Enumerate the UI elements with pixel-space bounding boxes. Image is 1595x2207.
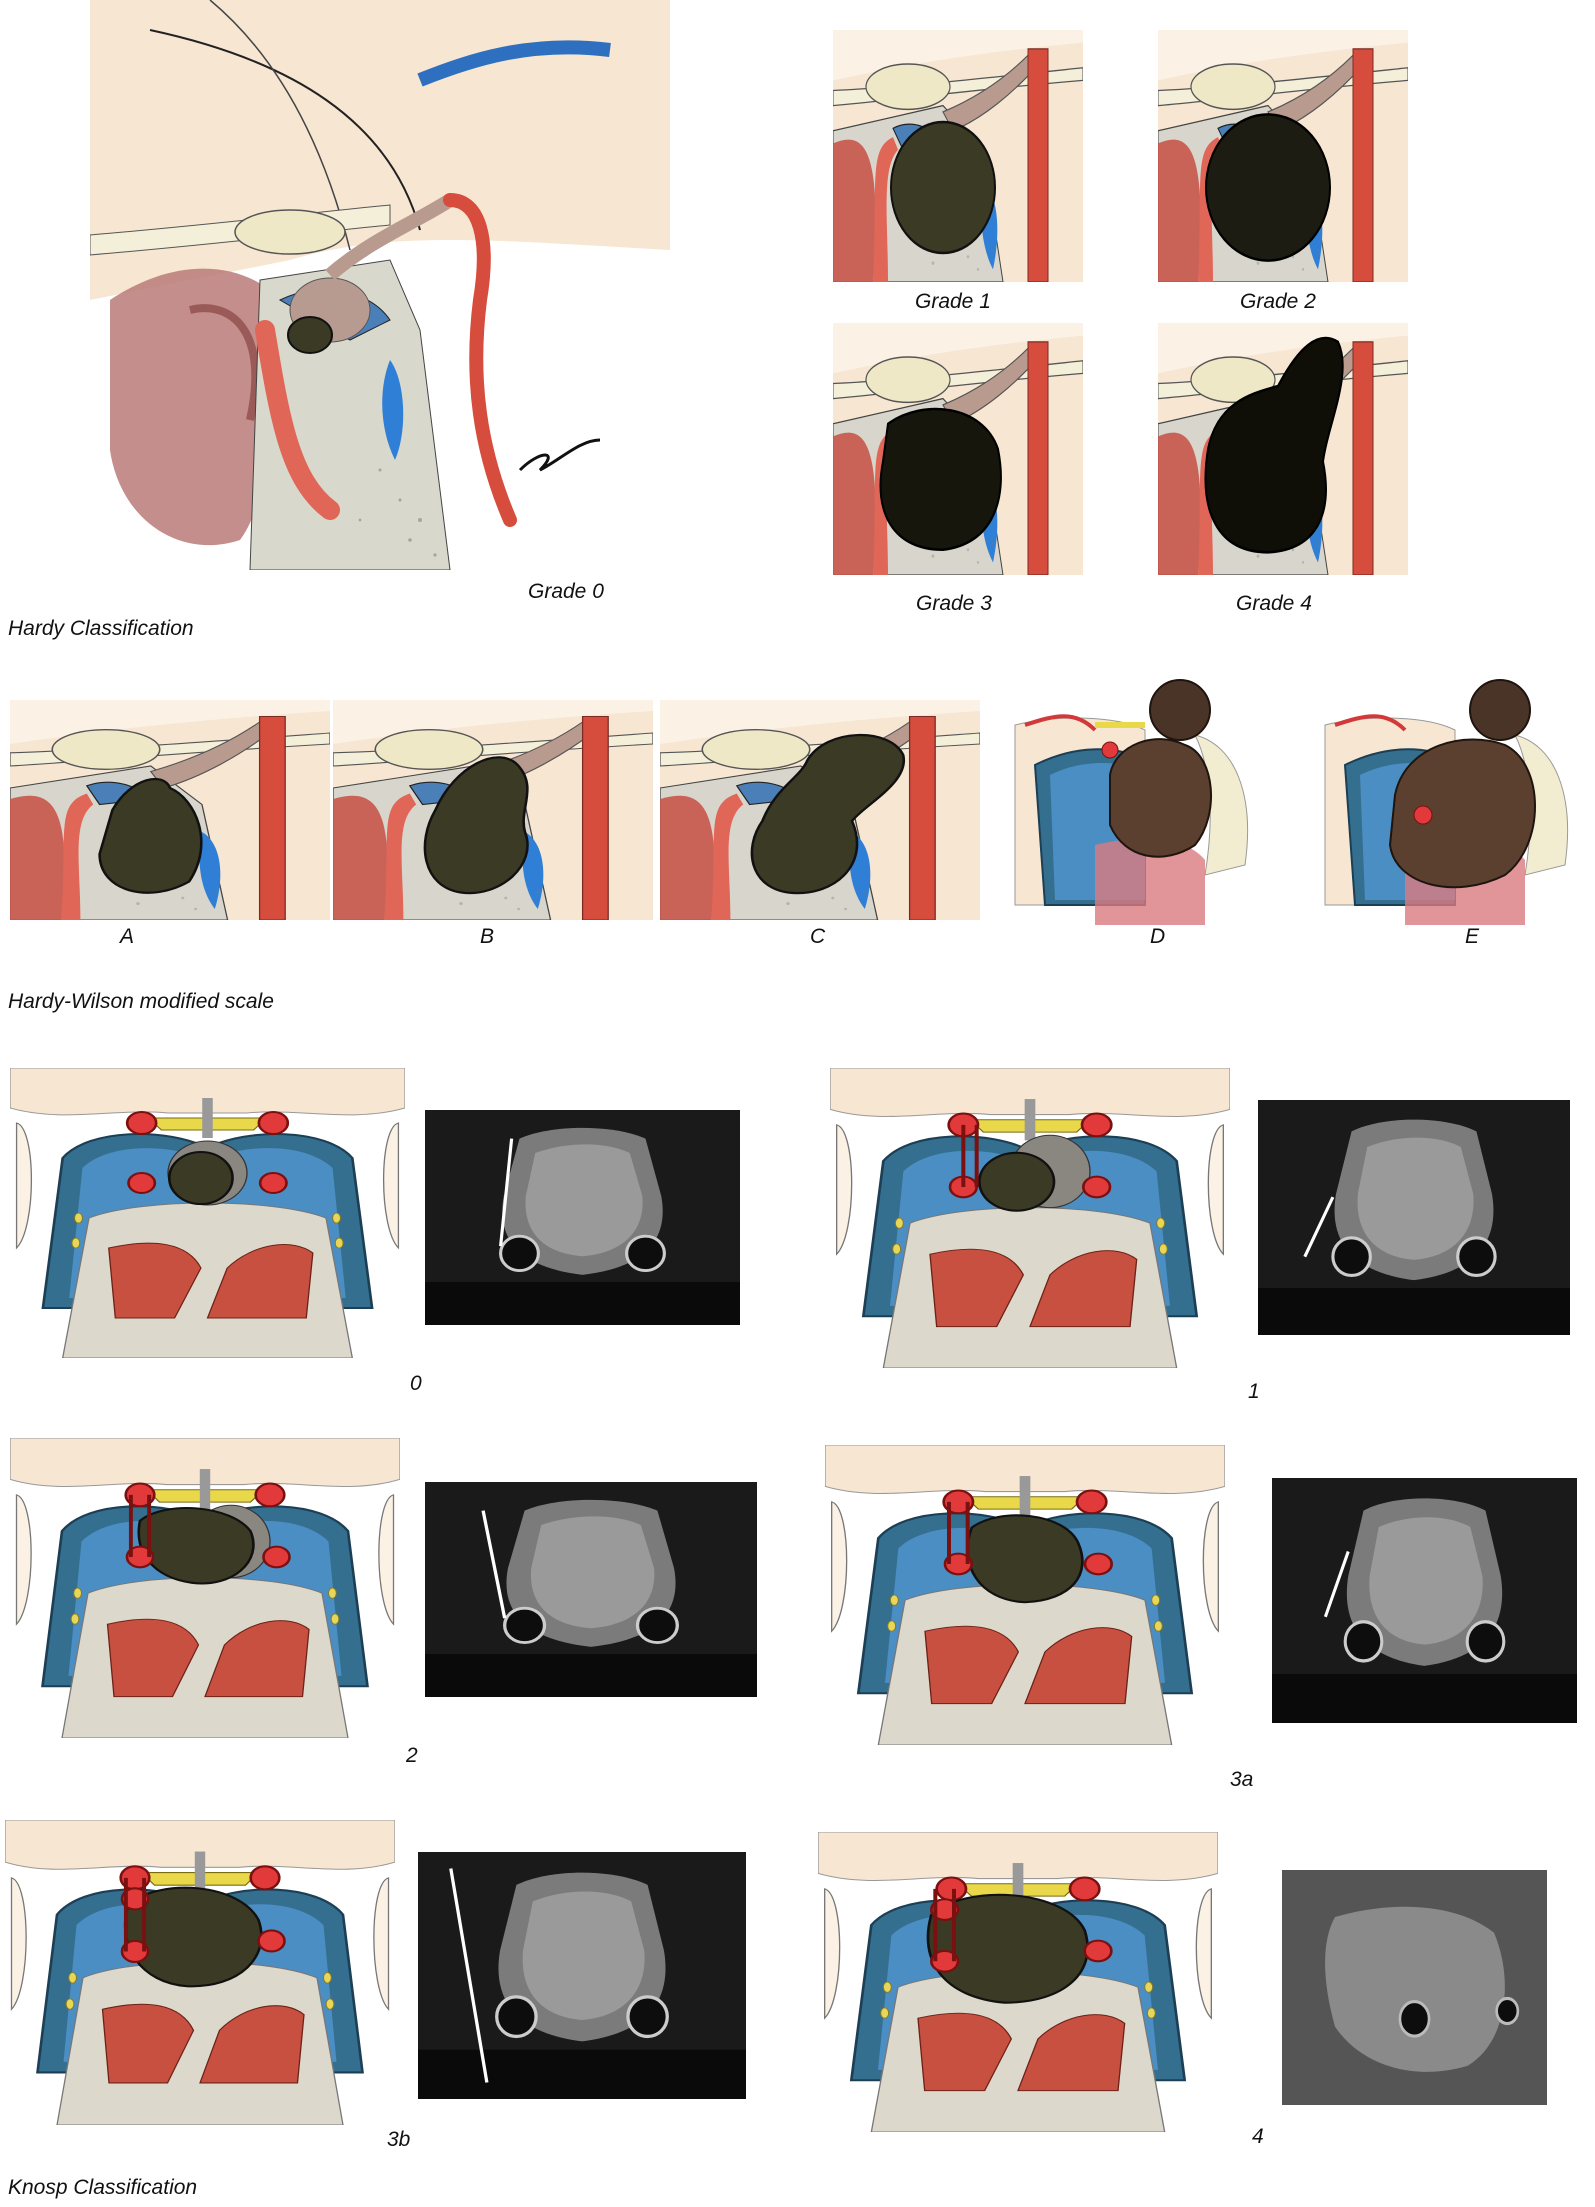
knosp-grade-0-mri	[425, 1110, 740, 1325]
knosp-grade-3b-illustration	[5, 1820, 395, 2125]
hardy-section-label: Hardy Classification	[8, 617, 194, 640]
knosp-grade-3a-illustration	[825, 1445, 1225, 1745]
hardy-wilson-grade-c-label: C	[810, 925, 826, 948]
knosp-grade-1-label: 1	[1248, 1380, 1260, 1403]
knosp-grade-0-label: 0	[410, 1372, 422, 1395]
hardy-grade-0-illustration	[90, 0, 670, 570]
knosp-grade-1-illustration	[830, 1068, 1230, 1368]
hardy-grade-0-label: Grade 0	[528, 580, 604, 603]
hardy-wilson-grade-c-illustration	[660, 700, 980, 920]
knosp-section-label: Knosp Classification	[8, 2176, 198, 2199]
knosp-grade-3a-mri	[1272, 1478, 1577, 1723]
hardy-wilson-grade-b-illustration	[333, 700, 653, 920]
hardy-grade-4-label: Grade 4	[1236, 592, 1312, 615]
hardy-grade-2-label: Grade 2	[1240, 290, 1316, 313]
hardy-wilson-grade-b-label: B	[480, 925, 495, 948]
hardy-grade-1-label: Grade 1	[915, 290, 991, 313]
knosp-grade-4-label: 4	[1252, 2125, 1264, 2148]
hardy-wilson-grade-d-label: D	[1150, 925, 1166, 948]
hardy-grade-2-illustration	[1158, 30, 1408, 282]
knosp-grade-3a-label: 3a	[1230, 1768, 1254, 1791]
hardy-grade-3-label: Grade 3	[916, 592, 992, 615]
hardy-wilson-section-label: Hardy-Wilson modified scale	[8, 990, 274, 1013]
knosp-grade-2-illustration	[10, 1438, 400, 1738]
knosp-grade-1-mri	[1258, 1100, 1570, 1335]
hardy-wilson-grade-a-illustration	[10, 700, 330, 920]
knosp-grade-2-mri	[425, 1482, 757, 1697]
knosp-grade-4-mri	[1282, 1870, 1547, 2105]
knosp-grade-0-illustration	[10, 1068, 405, 1358]
hardy-wilson-grade-e-illustration	[1305, 675, 1595, 925]
hardy-wilson-grade-a-label: A	[120, 925, 135, 948]
hardy-grade-1-illustration	[833, 30, 1083, 282]
hardy-grade-3-illustration	[833, 323, 1083, 575]
hardy-wilson-grade-e-label: E	[1465, 925, 1480, 948]
knosp-grade-4-illustration	[818, 1832, 1218, 2132]
hardy-grade-4-illustration	[1158, 323, 1408, 575]
knosp-grade-3b-mri	[418, 1852, 746, 2099]
knosp-grade-2-label: 2	[406, 1744, 418, 1767]
hardy-wilson-grade-d-illustration	[995, 675, 1280, 925]
knosp-grade-3b-label: 3b	[387, 2128, 411, 2151]
